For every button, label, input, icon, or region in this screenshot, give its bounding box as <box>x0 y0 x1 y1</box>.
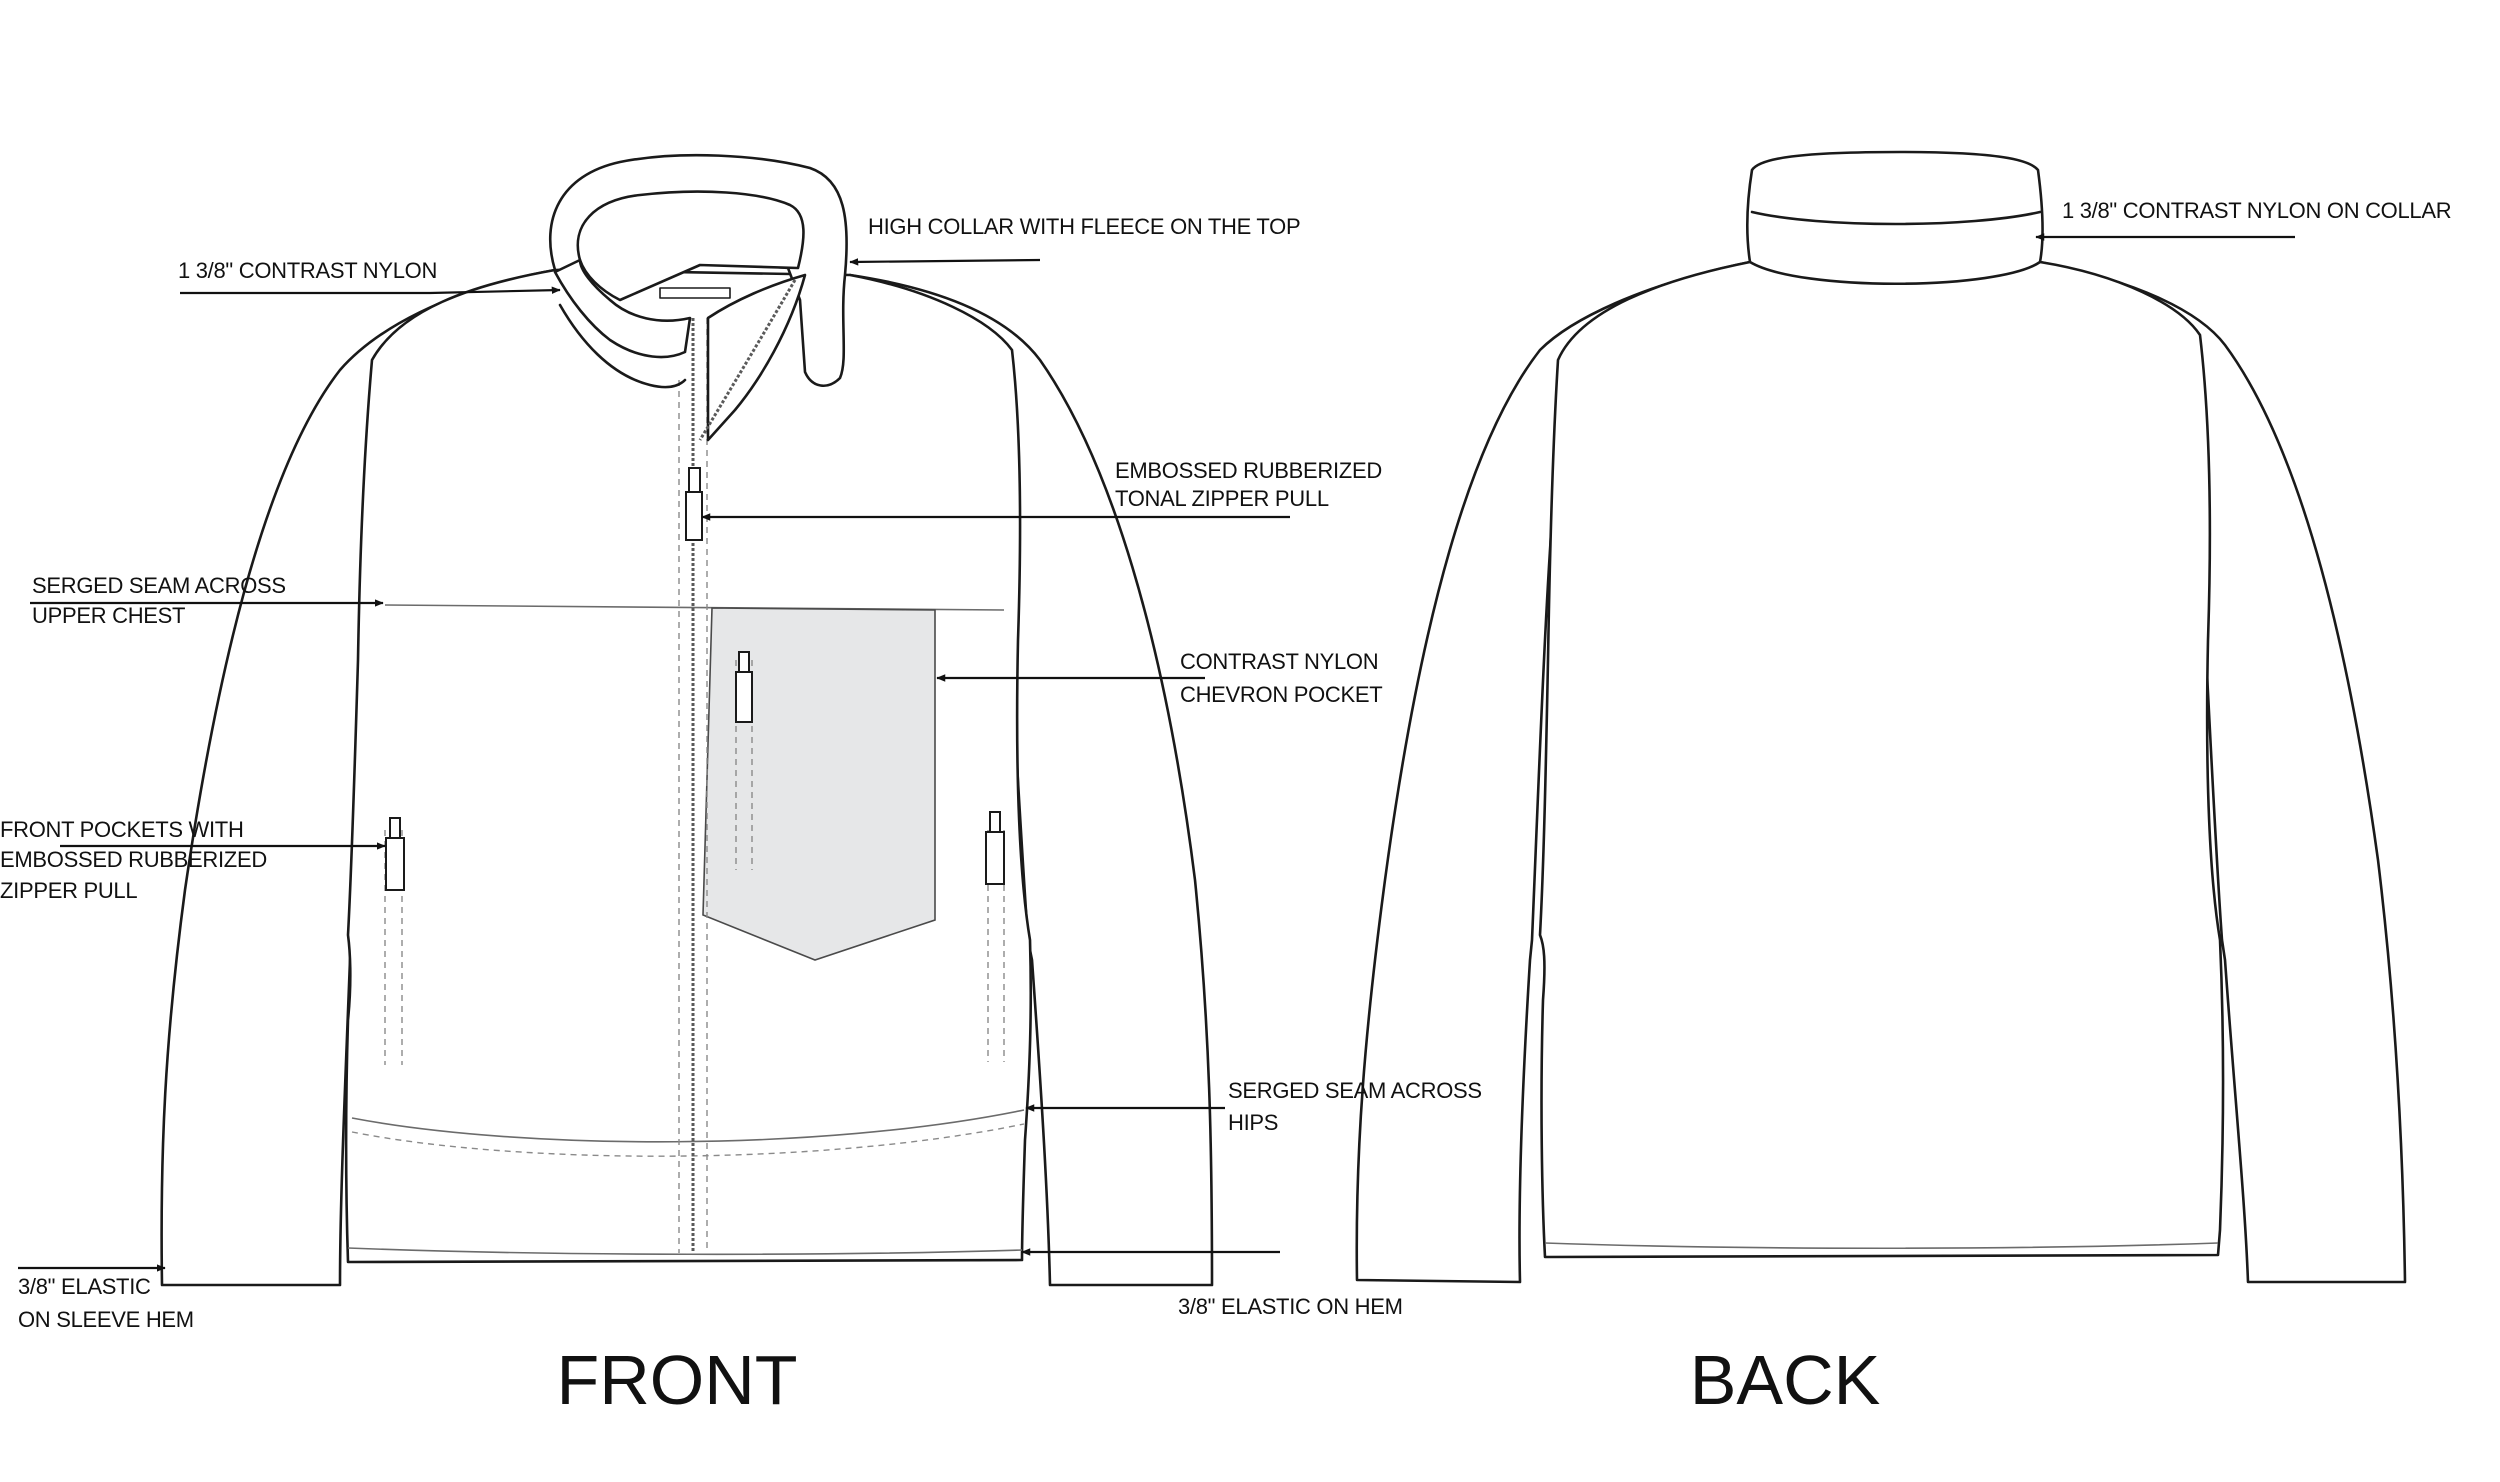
back-left-sleeve <box>1355 260 1752 1284</box>
callout-front-pockets-line2: EMBOSSED RUBBERIZED <box>0 847 267 872</box>
callout-chevron-pocket-line1: CONTRAST NYLON <box>1180 649 1378 674</box>
back-jacket-flat <box>1355 150 2407 1284</box>
leader-high-collar <box>849 258 1041 266</box>
front-hip-seam <box>351 1109 1025 1143</box>
right-pocket-zipper-pull <box>985 811 1005 885</box>
back-collar-fold <box>1750 210 2042 226</box>
callouts: 1 3/8" CONTRAST NYLON HIGH COLLAR WITH F… <box>0 198 2452 1332</box>
back-view-title: BACK <box>1690 1341 1881 1419</box>
callout-front-pockets-line3: ZIPPER PULL <box>0 878 137 903</box>
back-hem-band <box>1544 1242 2219 1250</box>
front-hem-band <box>347 1247 1023 1256</box>
callout-front-collar-nylon: 1 3/8" CONTRAST NYLON <box>178 258 437 283</box>
callout-high-collar: HIGH COLLAR WITH FLEECE ON THE TOP <box>868 214 1300 239</box>
front-view-title: FRONT <box>556 1341 797 1419</box>
left-pocket-zipper-pull <box>385 817 405 891</box>
back-body <box>1538 260 2225 1259</box>
leader-front-collar-nylon <box>180 286 561 295</box>
callout-hem-elastic: 3/8" ELASTIC ON HEM <box>1178 1294 1403 1319</box>
chest-pocket-zipper-pull <box>735 651 753 723</box>
front-collar-inner <box>576 190 805 302</box>
callout-sleeve-elastic-line1: 3/8" ELASTIC <box>18 1274 151 1299</box>
front-right-sleeve <box>848 273 1214 1287</box>
callout-chest-seam-line2: UPPER CHEST <box>32 603 185 628</box>
callout-chevron-pocket-line2: CHEVRON POCKET <box>1180 682 1382 707</box>
callout-zipper-pull-line2: TONAL ZIPPER PULL <box>1115 486 1329 511</box>
callout-hip-seam-line1: SERGED SEAM ACROSS <box>1228 1078 1482 1103</box>
leader-lines <box>18 233 2295 1272</box>
front-hip-seam-stitch <box>351 1123 1025 1157</box>
front-collar-zip-line <box>698 279 797 441</box>
front-jacket-flat <box>160 153 1214 1287</box>
callout-chest-seam-line1: SERGED SEAM ACROSS <box>32 573 286 598</box>
front-neck-label <box>659 287 731 299</box>
back-right-sleeve <box>2038 260 2407 1284</box>
callout-back-collar-nylon: 1 3/8" CONTRAST NYLON ON COLLAR <box>2062 198 2451 223</box>
front-collar-right-panel <box>706 273 807 442</box>
callout-sleeve-elastic-line2: ON SLEEVE HEM <box>18 1307 194 1332</box>
callout-front-pockets-line1: FRONT POCKETS WITH <box>0 817 244 842</box>
front-collar-left-panel <box>553 258 692 359</box>
callout-zipper-pull-line1: EMBOSSED RUBBERIZED <box>1115 458 1382 483</box>
back-collar <box>1746 150 2044 286</box>
chevron-pocket <box>702 607 936 961</box>
center-zipper-pull <box>685 467 703 541</box>
callout-hip-seam-line2: HIPS <box>1228 1110 1278 1135</box>
front-collar-left-panel-lower <box>558 303 687 389</box>
